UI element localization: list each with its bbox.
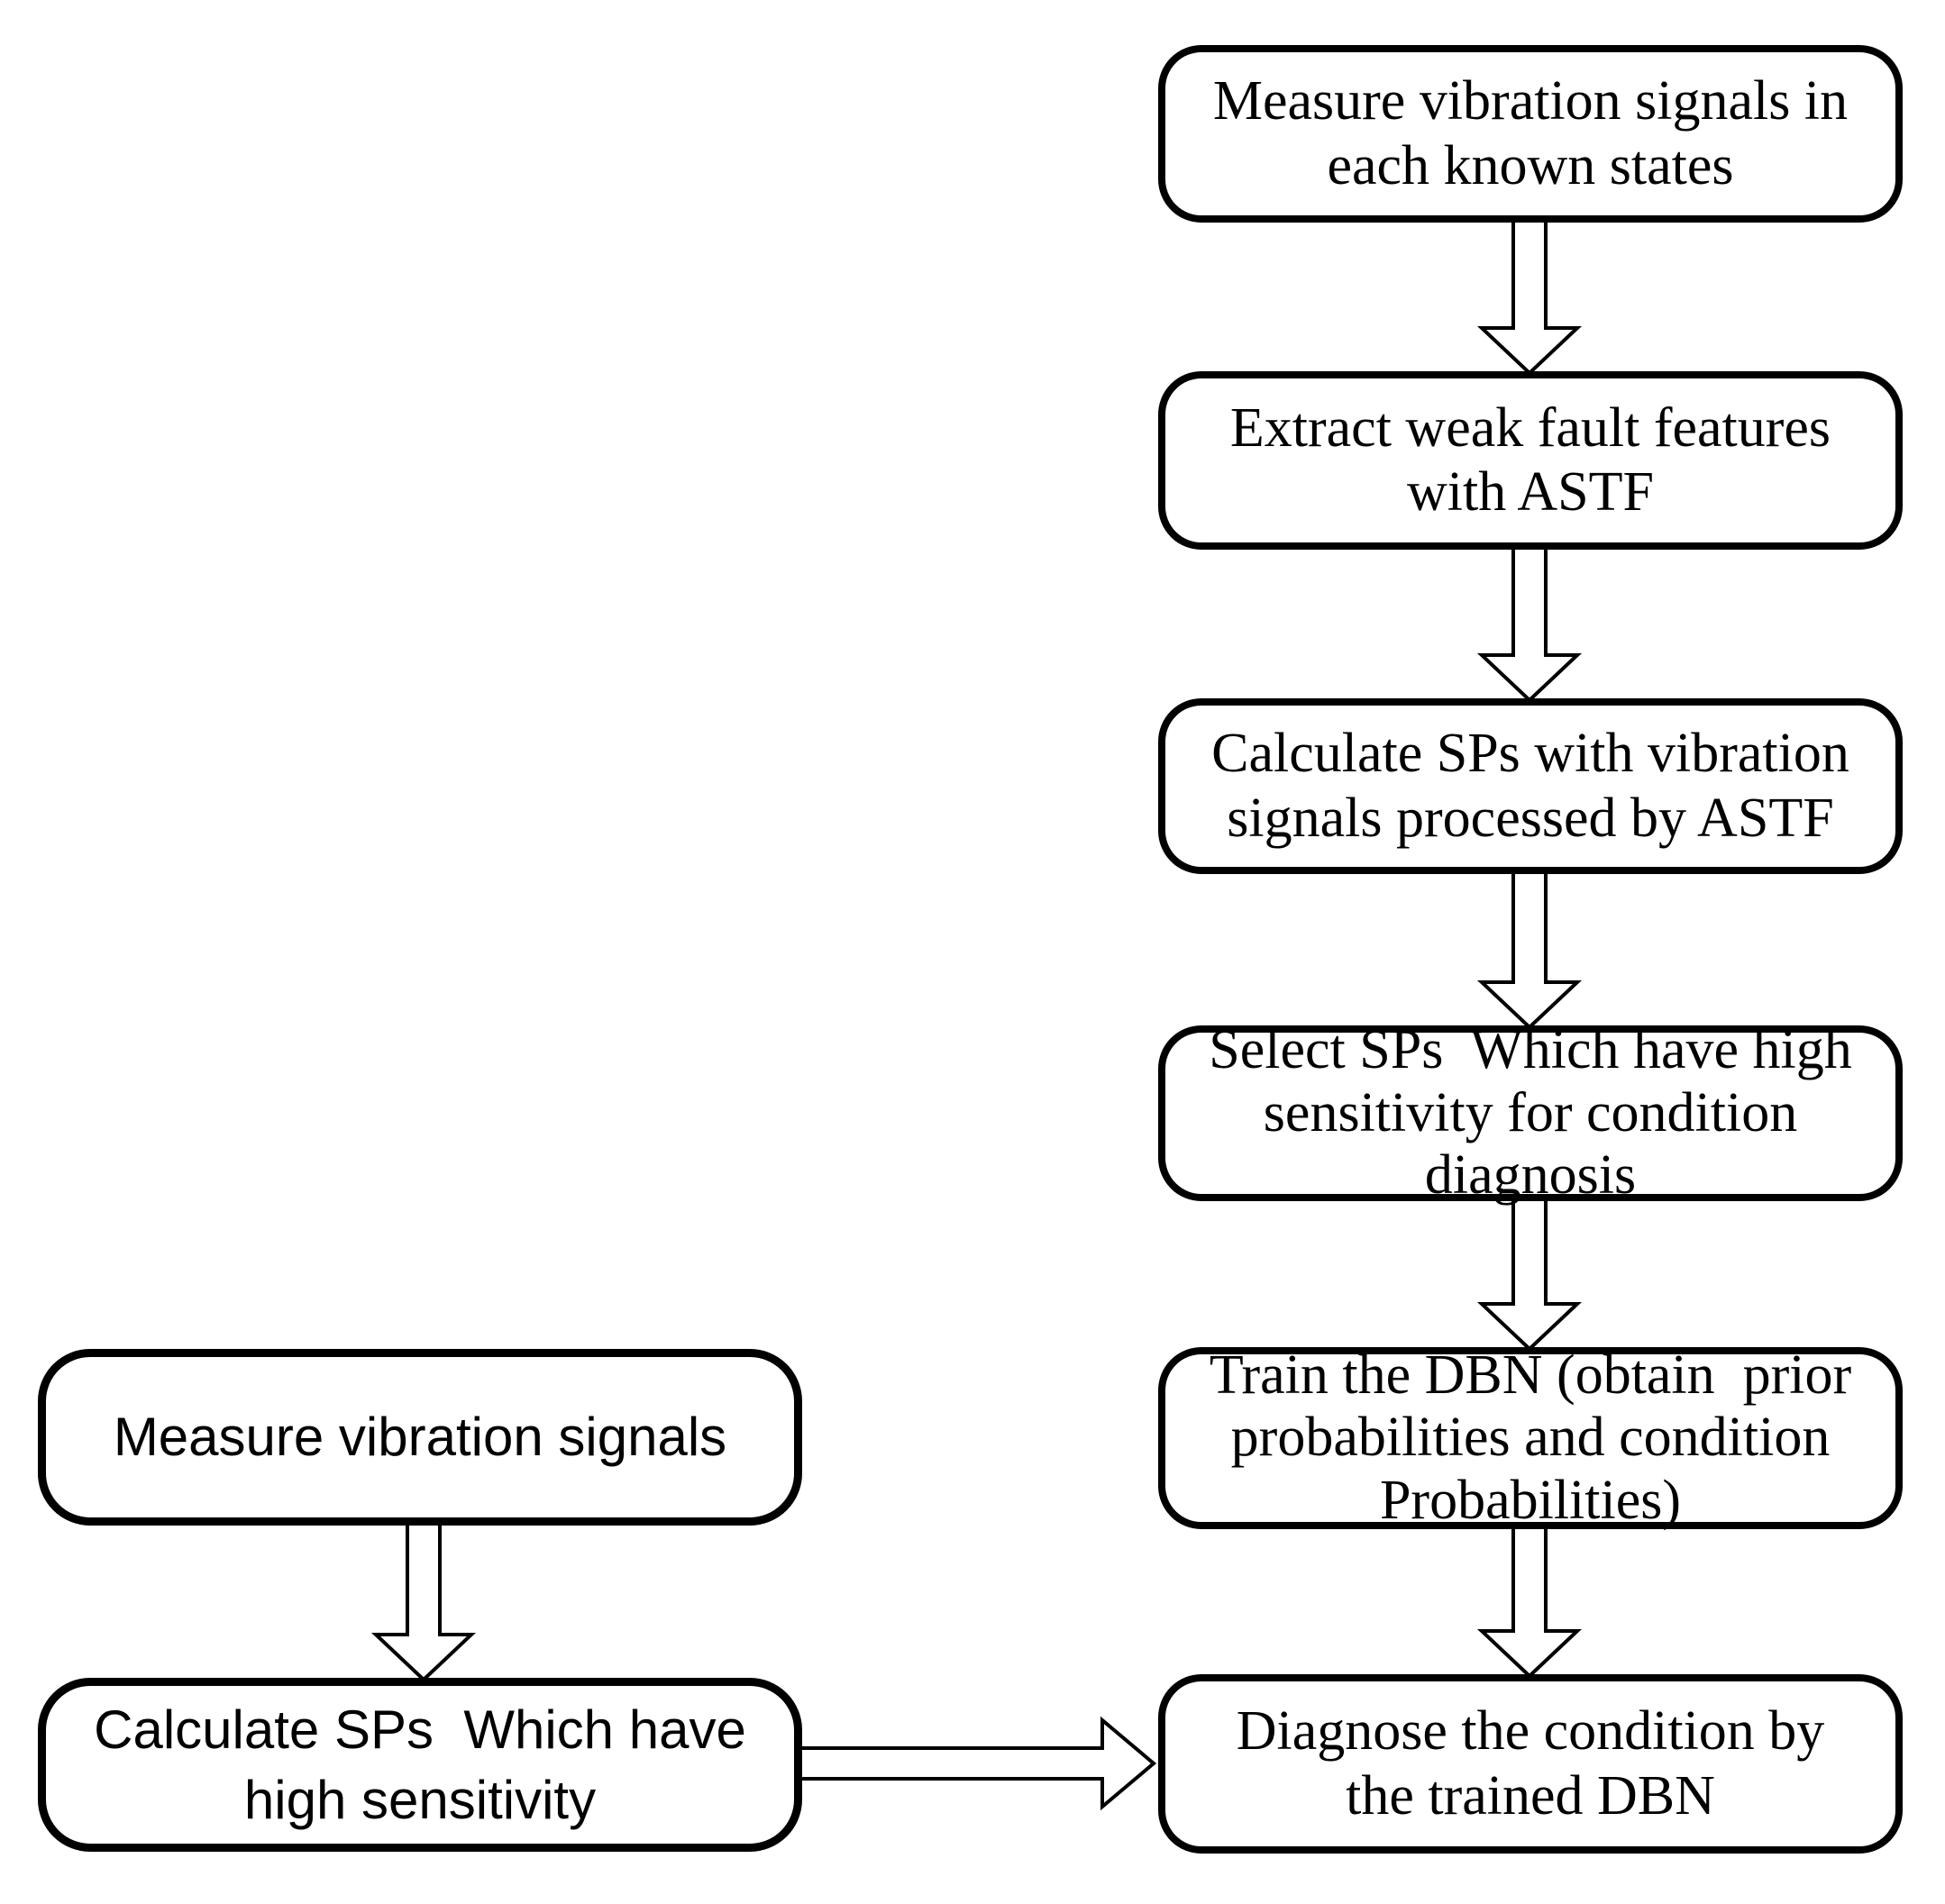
flow-box-label: Measure vibration signals [113, 1407, 727, 1467]
down-arrow-icon [1476, 869, 1583, 1030]
flow-box-label: Train the DBN (obtain prior probabilitie… [1209, 1344, 1852, 1531]
flow-box-label: Measure vibration signals in each known … [1212, 70, 1849, 196]
down-arrow-icon [370, 1520, 477, 1682]
flow-box-select-sps: Select SPs Which have high sensitivity f… [1158, 1019, 1903, 1206]
flow-box-measure-signals: Measure vibration signals [38, 1349, 802, 1526]
flow-box-calculate-sps-high-sensitivity: Calculate SPs Which have high sensitivit… [38, 1678, 802, 1852]
down-arrow-icon [1476, 544, 1583, 703]
flow-box-extract-weak-features: Extract weak fault features with ASTF [1158, 371, 1903, 550]
flow-box-label: Calculate SPs with vibration signals pro… [1211, 723, 1849, 849]
down-arrow-icon [1476, 1196, 1583, 1352]
right-arrow-icon [795, 1716, 1157, 1811]
flow-box-label: Extract weak fault features with ASTF [1229, 396, 1831, 523]
flow-box-diagnose-condition: Diagnose the condition by the trained DB… [1158, 1674, 1903, 1854]
flow-box-train-dbn: Train the DBN (obtain prior probabilitie… [1158, 1344, 1903, 1531]
flow-box-measure-known-states: Measure vibration signals in each known … [1158, 45, 1903, 223]
down-arrow-icon [1476, 1524, 1583, 1679]
flow-box-label: Select SPs Which have high sensitivity f… [1209, 1019, 1852, 1207]
down-arrow-icon [1476, 217, 1583, 376]
flow-box-calculate-sps-astf: Calculate SPs with vibration signals pro… [1158, 698, 1903, 874]
flow-box-label: Diagnose the condition by the trained DB… [1236, 1700, 1825, 1827]
flow-box-label: Calculate SPs Which have high sensitivit… [94, 1699, 746, 1830]
